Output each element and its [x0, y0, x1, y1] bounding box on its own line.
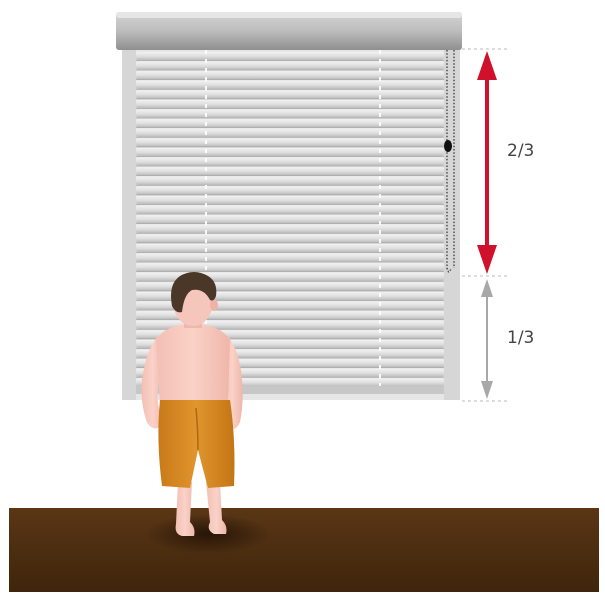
blind-frame-left	[122, 48, 136, 400]
child-ear	[210, 299, 218, 311]
upper-two-thirds-arrow	[477, 51, 497, 274]
blind-slat	[136, 90, 444, 98]
blind-slat	[136, 100, 444, 108]
blind-slat	[136, 186, 444, 194]
blind-slat	[136, 148, 444, 156]
blind-slat	[136, 62, 444, 70]
lower-one-third-arrow	[481, 279, 493, 399]
blind-slat	[136, 167, 444, 175]
upper-fraction-label: 2/3	[507, 141, 534, 161]
blind-slat	[136, 52, 444, 60]
blind-slat	[136, 196, 444, 204]
blind-slat	[136, 263, 444, 271]
blind-slat	[136, 206, 444, 214]
child-torso	[156, 324, 230, 404]
blind-slat	[136, 244, 444, 252]
blind-slat	[136, 225, 444, 233]
headrail-highlight	[116, 12, 462, 18]
height-measurement: 2/3 1/3	[462, 49, 534, 401]
blind-slat	[136, 234, 444, 242]
blind-slat	[136, 71, 444, 79]
lower-fraction-label: 1/3	[507, 328, 534, 348]
cord-tassel	[444, 140, 452, 152]
blind-slat	[136, 177, 444, 185]
blind-slat	[136, 129, 444, 137]
floor	[9, 508, 599, 592]
blind-slat	[136, 138, 444, 146]
blind-slat	[136, 110, 444, 118]
blind-slat	[136, 215, 444, 223]
blind-slat	[136, 119, 444, 127]
blind-slat	[136, 158, 444, 166]
blind-slat	[136, 81, 444, 89]
blind-slat	[136, 254, 444, 262]
child-shadow	[146, 514, 270, 554]
